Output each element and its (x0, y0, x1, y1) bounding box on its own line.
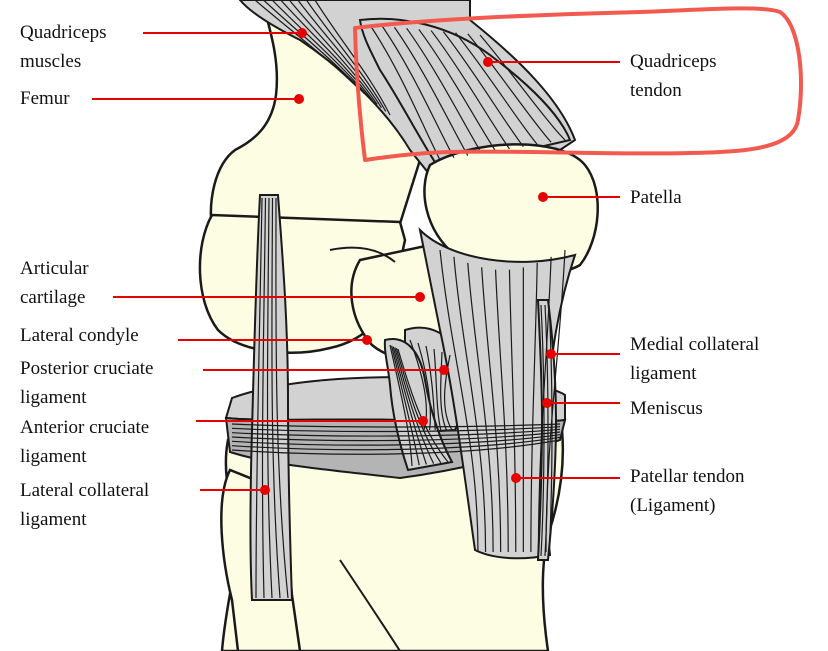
fiber-line (394, 347, 435, 464)
pointer-dot-lateral-collateral (260, 485, 270, 495)
label-text: muscles (20, 51, 82, 72)
label-text: Anterior cruciate (20, 417, 150, 438)
label-text: ligament (20, 446, 87, 467)
pointer-dot-anterior-cruciate (418, 416, 428, 426)
label-text: ligament (20, 509, 87, 530)
fiber-line (271, 197, 281, 599)
pointer-dot-patellar-tendon (511, 473, 521, 483)
pointer-dot-femur (294, 94, 304, 104)
label-text: ligament (630, 363, 697, 384)
fiber-line (494, 269, 509, 553)
label-text: cartilage (20, 287, 86, 308)
fiber-line (397, 348, 449, 463)
fiber-line (297, 0, 382, 109)
highlight-outline (353, 6, 803, 162)
fiber-line (231, 431, 561, 442)
label-anterior-cruciate-ligament: Anterior cruciate ligament (20, 413, 149, 471)
label-text: Quadriceps (20, 22, 107, 43)
fiber-line (467, 262, 494, 553)
fiber-line (369, 24, 441, 161)
label-pointers (92, 28, 620, 495)
fiber-line (231, 426, 561, 433)
fiber-line (453, 256, 487, 553)
fiber-lines (231, 0, 566, 599)
pointer-dot-lateral-condyle (362, 335, 372, 345)
fiber-line (231, 428, 561, 437)
fiber-line (418, 29, 497, 152)
pointer-dot-quadriceps-tendon (483, 57, 493, 67)
pointer-dot-patella (538, 192, 548, 202)
fiber-line (254, 0, 361, 91)
fiber-line (305, 0, 387, 112)
label-medial-collateral-ligament: Medial collateral ligament (630, 330, 759, 388)
label-text: tendon (630, 80, 682, 101)
intercondylar-line (329, 246, 396, 263)
label-meniscus: Meniscus (630, 394, 703, 423)
label-femur: Femur (20, 84, 70, 113)
label-text: ligament (20, 387, 87, 408)
label-text: Patellar tendon (630, 466, 745, 487)
patella (423, 143, 599, 276)
fiber-line (288, 0, 378, 105)
fiber-line (430, 30, 510, 150)
label-text: Articular (20, 258, 89, 279)
fiber-line (395, 348, 442, 464)
fiber-line (263, 0, 365, 94)
label-quadriceps-tendon: Quadriceps tendon (630, 47, 717, 105)
fiber-line (266, 197, 273, 599)
fiber-line (275, 197, 289, 599)
label-text: Posterior cruciate (20, 358, 154, 379)
pointer-dot-meniscus (542, 398, 552, 408)
fiber-line (255, 197, 263, 599)
label-articular-cartilage: Articular cartilage (20, 254, 89, 312)
fiber-line (439, 249, 479, 553)
fiber-line (481, 267, 502, 553)
fiber-line (381, 25, 455, 159)
patella-shape (423, 143, 599, 276)
fiber-line (433, 348, 442, 431)
label-text: Medial collateral (630, 334, 760, 355)
pointer-dot-medial-collateral (546, 349, 556, 359)
fiber-line (442, 31, 524, 148)
label-text: Lateral collateral (20, 480, 150, 501)
fiber-line (393, 26, 469, 156)
pointer-dot-articular-cartilage (415, 292, 425, 302)
fiber-line (406, 27, 483, 154)
fiber-line (479, 34, 566, 141)
label-text: Quadriceps (630, 51, 717, 72)
fiber-line (231, 439, 561, 455)
pointer-dot-quadriceps-muscles (297, 28, 307, 38)
label-posterior-cruciate-ligament: Posterior cruciate ligament (20, 354, 153, 412)
label-text: Lateral condyle (20, 325, 139, 346)
fiber-line (530, 262, 538, 553)
fiber-line (443, 354, 453, 431)
quadriceps (238, 0, 577, 177)
fiber-line (417, 342, 431, 431)
fiber-line (280, 0, 374, 102)
fiber-line (231, 423, 561, 428)
fiber-line (508, 269, 517, 553)
label-text: (Ligament) (630, 495, 716, 516)
label-patella: Patella (630, 183, 682, 212)
fiber-line (467, 33, 552, 143)
fiber-line (440, 351, 447, 431)
pointer-dot-posterior-cruciate (439, 365, 449, 375)
label-patellar-tendon: Patellar tendon (Ligament) (630, 462, 745, 520)
fiber-line (455, 32, 538, 145)
label-text: Femur (20, 88, 70, 109)
fiber-line (425, 345, 436, 431)
label-lateral-condyle: Lateral condyle (20, 321, 139, 350)
fiber-line (261, 197, 267, 599)
fiber-line (231, 436, 561, 451)
tibial-tuberosity (339, 559, 401, 651)
label-text: Meniscus (630, 398, 703, 419)
quadriceps-tendon-shape (358, 17, 572, 172)
label-lateral-collateral-ligament: Lateral collateral ligament (20, 476, 149, 534)
label-quadriceps-muscles: Quadriceps muscles (20, 18, 107, 76)
fiber-line (231, 434, 561, 446)
label-text: Patella (630, 187, 682, 208)
